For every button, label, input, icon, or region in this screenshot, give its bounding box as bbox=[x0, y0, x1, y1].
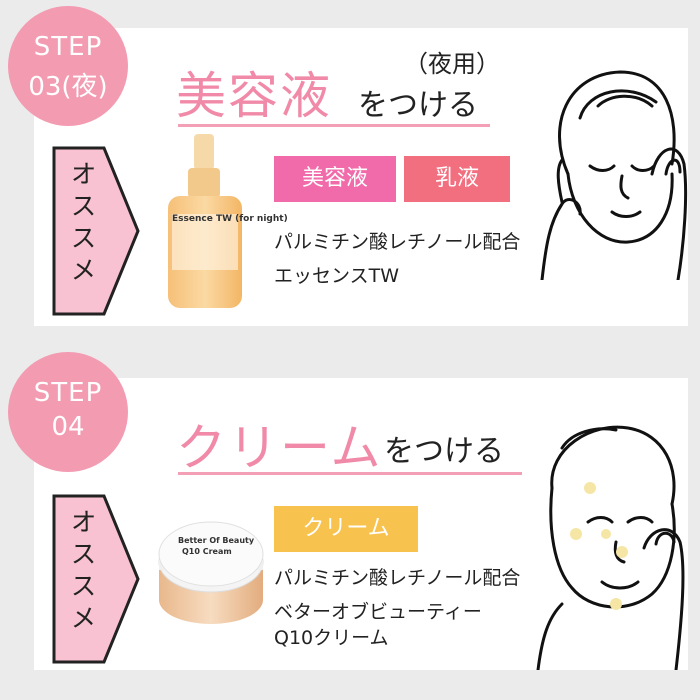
product-name-line1: ベターオブビューティー bbox=[274, 601, 482, 623]
badge-label: オススメ bbox=[66, 160, 96, 288]
step-03-title: 美容液 bbox=[176, 67, 332, 125]
product-name: エッセンスTW bbox=[274, 265, 400, 287]
recommend-badge: オススメ bbox=[52, 494, 140, 664]
step-03-title-suffix: をつける bbox=[358, 88, 478, 123]
step-label: STEP bbox=[33, 32, 103, 62]
step-04-title: クリーム bbox=[176, 419, 383, 477]
step-number: 04 bbox=[51, 412, 85, 442]
face-applying-serum-icon bbox=[540, 70, 688, 280]
product-ingredient: パルミチン酸レチノール配合 bbox=[274, 567, 521, 589]
step-label: STEP bbox=[33, 378, 103, 408]
tag-milk-label: 乳液 bbox=[434, 166, 479, 191]
jar-label-line2: Q10 Cream bbox=[182, 547, 232, 556]
tag-cream-label: クリーム bbox=[302, 516, 390, 541]
tag-serum-bg bbox=[274, 156, 396, 202]
arrow-banner-icon bbox=[52, 146, 140, 316]
recommend-badge: オススメ bbox=[52, 146, 140, 316]
step-number: 03(夜) bbox=[28, 72, 108, 102]
tag-cream-bg bbox=[274, 506, 418, 552]
step-03-circle: STEP 03(夜) bbox=[8, 6, 128, 126]
step-04-title-suffix: をつける bbox=[384, 434, 504, 469]
tag-serum-label: 美容液 bbox=[301, 166, 368, 191]
title-underline bbox=[178, 472, 522, 475]
face-applying-cream-icon bbox=[536, 425, 685, 670]
jar-label-line1: Better Of Beauty bbox=[178, 536, 255, 545]
step-04-circle: STEP 04 bbox=[8, 352, 128, 472]
essence-bottle-image bbox=[168, 134, 242, 308]
tag-cream: クリーム bbox=[274, 506, 418, 552]
cream-jar-image bbox=[158, 521, 264, 624]
product-name-line2: Q10クリーム bbox=[274, 627, 389, 649]
title-note: （夜用） bbox=[404, 50, 500, 78]
title-underline bbox=[178, 124, 490, 127]
product-ingredient: パルミチン酸レチノール配合 bbox=[274, 231, 521, 253]
tag-milk-bg bbox=[404, 156, 510, 202]
tag-milk: 乳液 bbox=[404, 156, 510, 202]
bottle-label: Essence TW (for night) bbox=[172, 214, 288, 224]
arrow-banner-icon bbox=[52, 494, 140, 664]
badge-label: オススメ bbox=[66, 508, 96, 636]
tag-serum: 美容液 bbox=[274, 156, 396, 202]
